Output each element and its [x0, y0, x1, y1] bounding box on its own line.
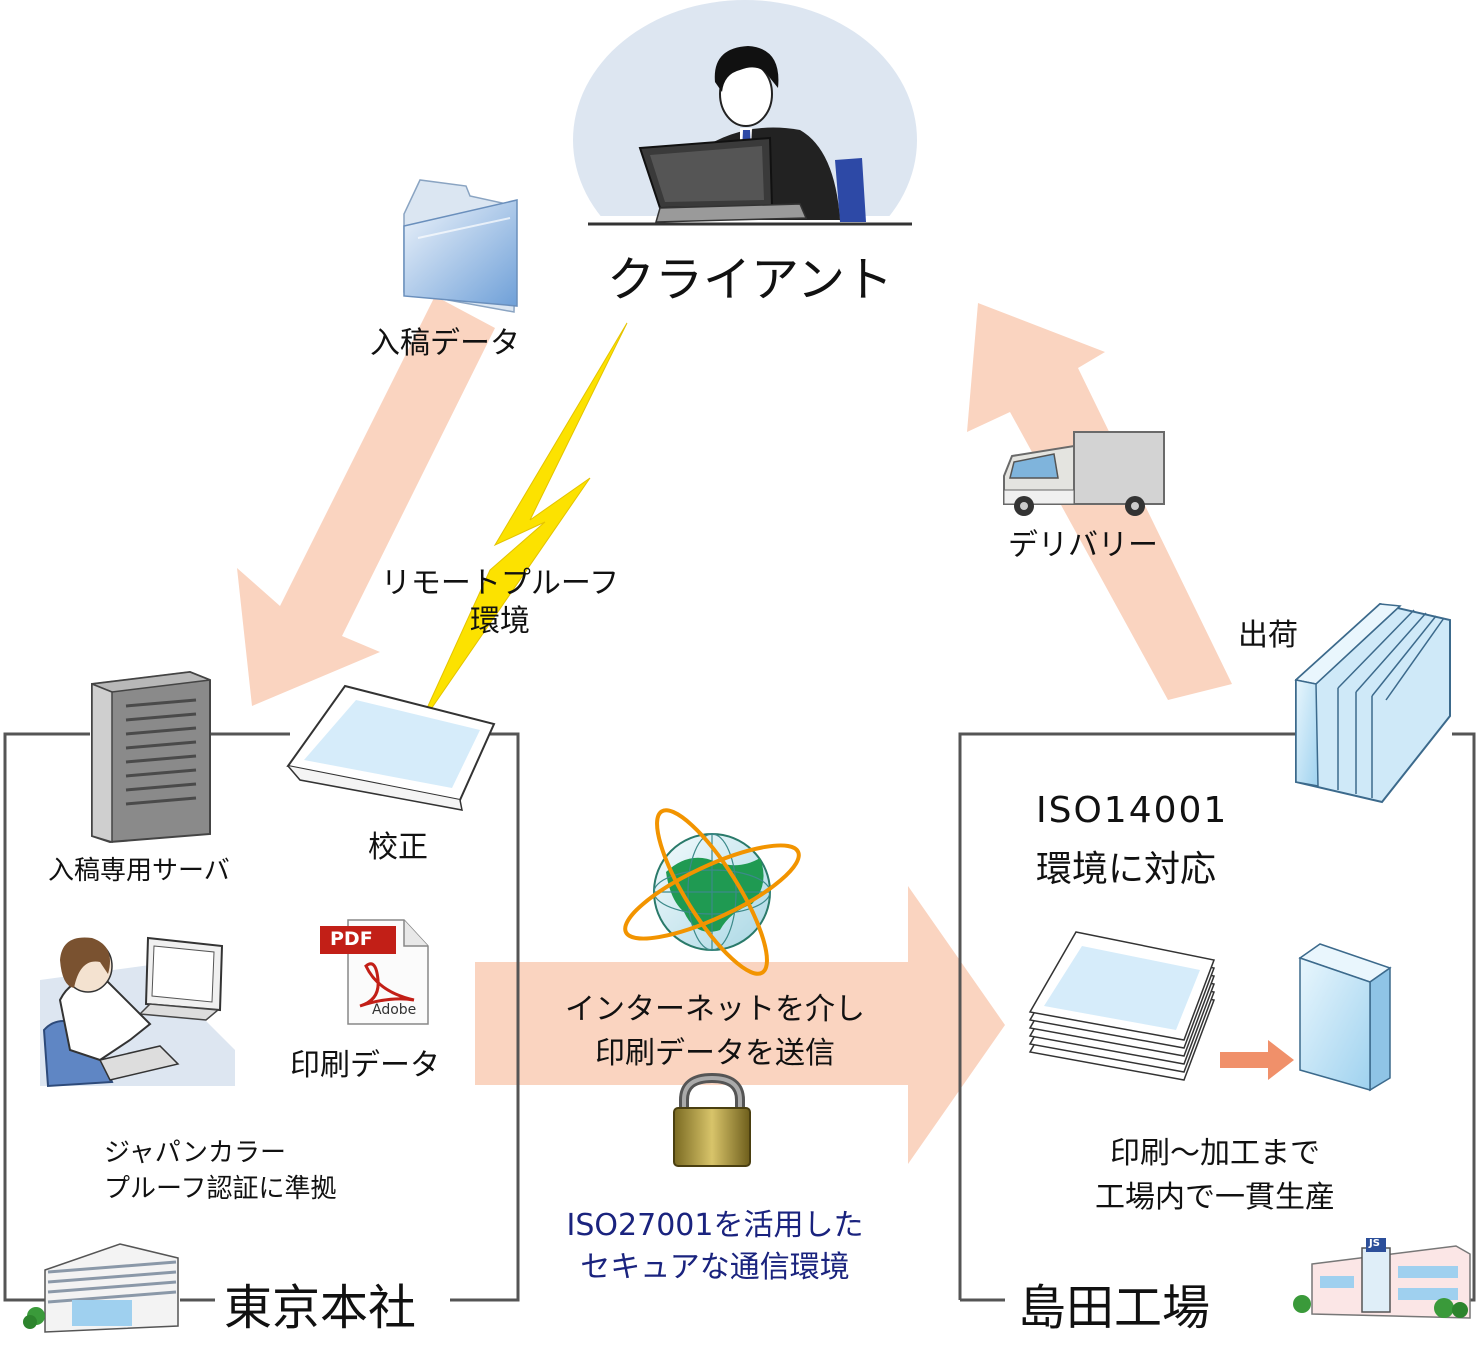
certification-line1: ジャパンカラー [104, 1138, 287, 1168]
server-icon [91, 670, 211, 844]
adobe-label: Adobe [372, 1002, 417, 1018]
globe-icon [623, 808, 801, 976]
certification-line2: プルーフ認証に準拠 [104, 1174, 337, 1204]
printed-sheets-stack-icon [1028, 931, 1216, 1081]
office-worker-illustration [40, 936, 235, 1088]
delivery-label: デリバリー [1008, 528, 1158, 563]
lightning-bolt [417, 322, 628, 729]
client-illustration [573, 0, 917, 286]
print-data-label: 印刷データ [290, 1048, 440, 1083]
small-arrow [1220, 1040, 1294, 1080]
server-label: 入稿専用サーバ [48, 856, 230, 886]
factory-building-icon [1293, 1238, 1471, 1319]
remote-proof-label-line1: リモートプルーフ [380, 566, 620, 601]
pdf-badge: PDF [330, 928, 373, 950]
client-label: クライアント [606, 252, 894, 308]
incoming-data-label: 入稿データ [370, 326, 520, 361]
tokyo-office-name: 東京本社 [224, 1280, 417, 1336]
shimada-factory-box [958, 732, 1300, 1300]
production-line2: 工場内で一貫生産 [1095, 1180, 1335, 1215]
shipping-label: 出荷 [1238, 618, 1298, 653]
truck-icon [1003, 431, 1165, 516]
tokyo-office-box [450, 732, 520, 1302]
internet-transfer-arrow [475, 886, 1005, 1164]
finished-book-icon [1298, 943, 1392, 1092]
proof-label: 校正 [368, 830, 428, 865]
security-line1: ISO27001を活用した [566, 1208, 864, 1243]
padlock-icon [673, 1072, 751, 1167]
incoming-data-arrow [237, 296, 495, 706]
iso14001-line2: 環境に対応 [1036, 849, 1217, 890]
pdf-document-icon [320, 919, 429, 1025]
production-line1: 印刷～加工まで [1110, 1136, 1320, 1171]
shimada-factory-name: 島田工場 [1018, 1280, 1211, 1336]
proof-sheet-icon [286, 684, 496, 811]
folder-icon [403, 179, 518, 313]
security-line2: セキュアな通信環境 [580, 1250, 850, 1285]
internet-transfer-line1: インターネットを介し [565, 992, 865, 1027]
book-stack-icon [1294, 602, 1451, 804]
internet-transfer-line2: 印刷データを送信 [595, 1036, 835, 1071]
factory-sign: JS [1369, 1238, 1380, 1249]
tokyo-building-icon [23, 1243, 179, 1333]
remote-proof-label-line2: 環境 [470, 604, 530, 639]
iso14001-line1: ISO14001 [1036, 790, 1229, 831]
